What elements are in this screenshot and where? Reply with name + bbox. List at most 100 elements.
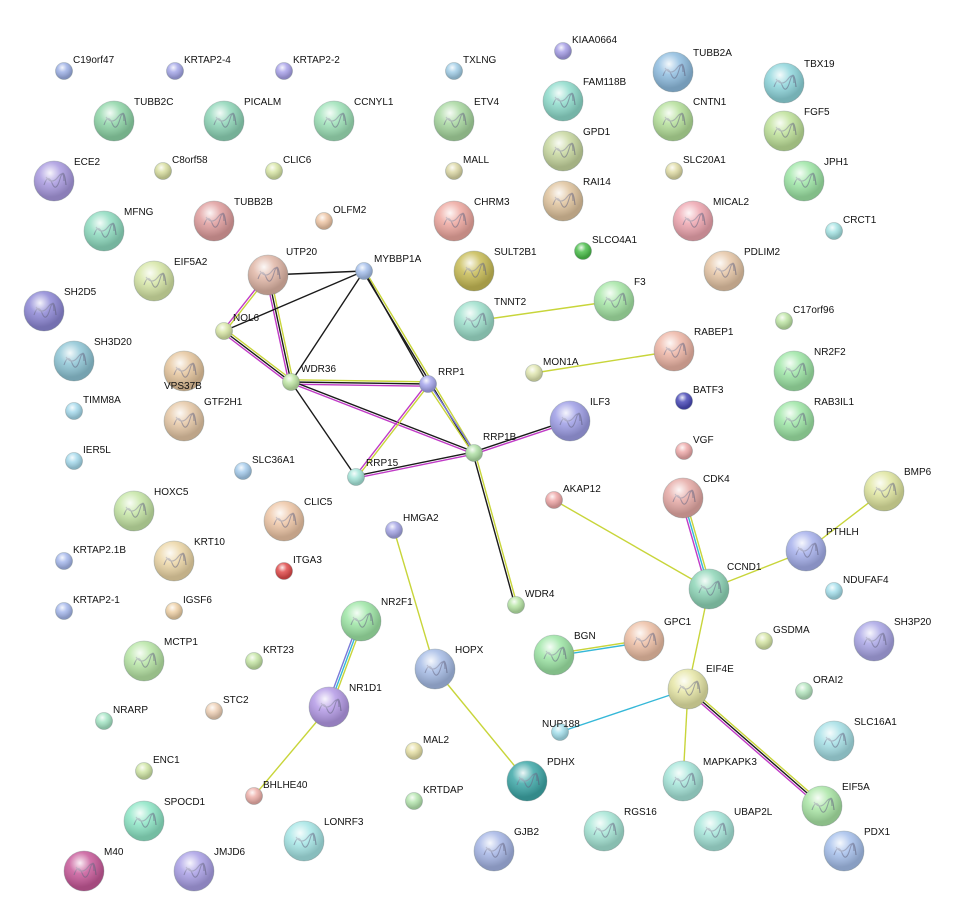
node-f3[interactable]: F3 bbox=[593, 277, 646, 322]
node-krtdap[interactable]: KRTDAP bbox=[405, 785, 464, 810]
node-hopx[interactable]: HOPX bbox=[414, 645, 484, 690]
node-rgs16[interactable]: RGS16 bbox=[583, 807, 657, 852]
node-sult2b1[interactable]: SULT2B1 bbox=[453, 247, 537, 292]
node-eif4e[interactable]: EIF4E bbox=[667, 664, 734, 710]
node-timm8a[interactable]: TIMM8A bbox=[65, 395, 122, 420]
node-krtap2-4[interactable]: KRTAP2-4 bbox=[166, 55, 232, 80]
node-ilf3[interactable]: ILF3 bbox=[549, 397, 610, 442]
node-crct1[interactable]: CRCT1 bbox=[825, 215, 877, 240]
node-nrarp[interactable]: NRARP bbox=[95, 705, 149, 730]
node-tubb2b[interactable]: TUBB2B bbox=[193, 197, 273, 242]
node-sh3d20[interactable]: SH3D20 bbox=[53, 337, 132, 382]
node-tnnt2[interactable]: TNNT2 bbox=[453, 297, 527, 342]
node-slc36a1[interactable]: SLC36A1 bbox=[234, 455, 296, 480]
node-enc1[interactable]: ENC1 bbox=[135, 755, 181, 780]
node-hoxc5[interactable]: HOXC5 bbox=[113, 487, 189, 532]
node-krt23[interactable]: KRT23 bbox=[245, 645, 295, 670]
node-pdlim2[interactable]: PDLIM2 bbox=[703, 247, 781, 292]
node-krt10[interactable]: KRT10 bbox=[153, 537, 225, 582]
node-rab3il1[interactable]: RAB3IL1 bbox=[773, 397, 854, 442]
node-utp20[interactable]: UTP20 bbox=[247, 247, 318, 296]
node-rrp15[interactable]: RRP15 bbox=[347, 458, 399, 486]
node-spocd1[interactable]: SPOCD1 bbox=[123, 797, 206, 842]
node-orai2[interactable]: ORAI2 bbox=[795, 675, 844, 700]
node-ccnyl1[interactable]: CCNYL1 bbox=[313, 97, 394, 142]
node-mybbp1a[interactable]: MYBBP1A bbox=[355, 254, 422, 280]
node-nr1d1[interactable]: NR1D1 bbox=[308, 683, 382, 728]
node-rrp1[interactable]: RRP1 bbox=[419, 367, 466, 393]
node-wdr4[interactable]: WDR4 bbox=[507, 589, 555, 614]
node-olfm2[interactable]: OLFM2 bbox=[315, 205, 367, 230]
node-nr2f1[interactable]: NR2F1 bbox=[340, 597, 413, 642]
node-vps37b[interactable]: VPS37B bbox=[163, 350, 205, 392]
node-slc16a1[interactable]: SLC16A1 bbox=[813, 717, 897, 762]
node-ubap2l[interactable]: UBAP2L bbox=[693, 807, 773, 852]
node-mical2[interactable]: MICAL2 bbox=[672, 197, 750, 242]
node-hmga2[interactable]: HMGA2 bbox=[385, 513, 440, 539]
node-rabep1[interactable]: RABEP1 bbox=[653, 327, 734, 372]
node-ccnd1[interactable]: CCND1 bbox=[688, 562, 762, 610]
node-stc2[interactable]: STC2 bbox=[205, 695, 250, 720]
node-mal2[interactable]: MAL2 bbox=[405, 735, 450, 760]
node-igsf6[interactable]: IGSF6 bbox=[165, 595, 213, 620]
node-vgf[interactable]: VGF bbox=[675, 435, 714, 460]
node-rai14[interactable]: RAI14 bbox=[542, 177, 611, 222]
node-tubb2c[interactable]: TUBB2C bbox=[93, 97, 173, 142]
node-nr2f2[interactable]: NR2F2 bbox=[773, 347, 846, 392]
node-fgf5[interactable]: FGF5 bbox=[763, 107, 830, 152]
node-gtf2h1[interactable]: GTF2H1 bbox=[163, 397, 243, 442]
node-gjb2[interactable]: GJB2 bbox=[473, 827, 539, 872]
node-eif5a[interactable]: EIF5A bbox=[801, 782, 870, 827]
node-mapkapk3[interactable]: MAPKAPK3 bbox=[662, 757, 757, 802]
node-ier5l[interactable]: IER5L bbox=[65, 445, 112, 470]
node-sh2d5[interactable]: SH2D5 bbox=[23, 287, 97, 332]
node-eif5a2[interactable]: EIF5A2 bbox=[133, 257, 208, 302]
node-ece2[interactable]: ECE2 bbox=[33, 157, 101, 202]
node-c19orf47[interactable]: C19orf47 bbox=[55, 55, 115, 80]
node-tubb2a[interactable]: TUBB2A bbox=[652, 48, 732, 93]
node-slc20a1[interactable]: SLC20A1 bbox=[665, 155, 727, 180]
node-c8orf58[interactable]: C8orf58 bbox=[154, 155, 209, 180]
node-jmjd6[interactable]: JMJD6 bbox=[173, 847, 246, 892]
node-bmp6[interactable]: BMP6 bbox=[863, 467, 932, 512]
node-jph1[interactable]: JPH1 bbox=[783, 157, 849, 202]
node-fam118b[interactable]: FAM118B bbox=[542, 77, 626, 122]
node-pdx1[interactable]: PDX1 bbox=[823, 827, 891, 872]
node-krtap2-1b[interactable]: KRTAP2.1B bbox=[55, 545, 127, 570]
node-txlng[interactable]: TXLNG bbox=[445, 55, 497, 80]
node-rrp1b[interactable]: RRP1B bbox=[465, 432, 517, 462]
node-nup188[interactable]: NUP188 bbox=[542, 719, 580, 741]
node-krtap2-1[interactable]: KRTAP2-1 bbox=[55, 595, 121, 620]
node-mfng[interactable]: MFNG bbox=[83, 207, 154, 252]
node-clic5[interactable]: CLIC5 bbox=[263, 497, 333, 542]
node-mctp1[interactable]: MCTP1 bbox=[123, 637, 198, 682]
node-kiaa0664[interactable]: KIAA0664 bbox=[554, 35, 618, 60]
node-slco4a1[interactable]: SLCO4A1 bbox=[574, 235, 638, 260]
node-gpd1[interactable]: GPD1 bbox=[542, 127, 611, 172]
node-picalm[interactable]: PICALM bbox=[203, 97, 281, 142]
node-cntn1[interactable]: CNTN1 bbox=[652, 97, 727, 142]
node-pdhx[interactable]: PDHX bbox=[506, 757, 575, 802]
node-itga3[interactable]: ITGA3 bbox=[275, 555, 323, 580]
node-etv4[interactable]: ETV4 bbox=[433, 97, 499, 142]
node-gsdma[interactable]: GSDMA bbox=[755, 625, 811, 650]
node-lonrf3[interactable]: LONRF3 bbox=[283, 817, 364, 862]
node-sh3p20[interactable]: SH3P20 bbox=[853, 617, 932, 662]
node-clic6[interactable]: CLIC6 bbox=[265, 155, 312, 180]
node-akap12[interactable]: AKAP12 bbox=[545, 484, 602, 509]
node-tbx19[interactable]: TBX19 bbox=[763, 59, 835, 104]
node-bgn[interactable]: BGN bbox=[533, 631, 596, 676]
node-chrm3[interactable]: CHRM3 bbox=[433, 197, 510, 242]
node-pthlh[interactable]: PTHLH bbox=[785, 527, 859, 572]
node-mall[interactable]: MALL bbox=[445, 155, 490, 180]
node-wdr36[interactable]: WDR36 bbox=[282, 364, 337, 391]
node-batf3[interactable]: BATF3 bbox=[675, 385, 724, 410]
node-mon1a[interactable]: MON1A bbox=[525, 357, 579, 382]
node-ndufaf4[interactable]: NDUFAF4 bbox=[825, 575, 890, 600]
node-bhlhe40[interactable]: BHLHE40 bbox=[245, 780, 308, 805]
node-m40[interactable]: M40 bbox=[63, 847, 124, 892]
node-nol6[interactable]: NOL6 bbox=[215, 313, 260, 340]
node-c17orf96[interactable]: C17orf96 bbox=[775, 305, 835, 330]
node-cdk4[interactable]: CDK4 bbox=[662, 474, 730, 519]
node-krtap2-2[interactable]: KRTAP2-2 bbox=[275, 55, 341, 80]
